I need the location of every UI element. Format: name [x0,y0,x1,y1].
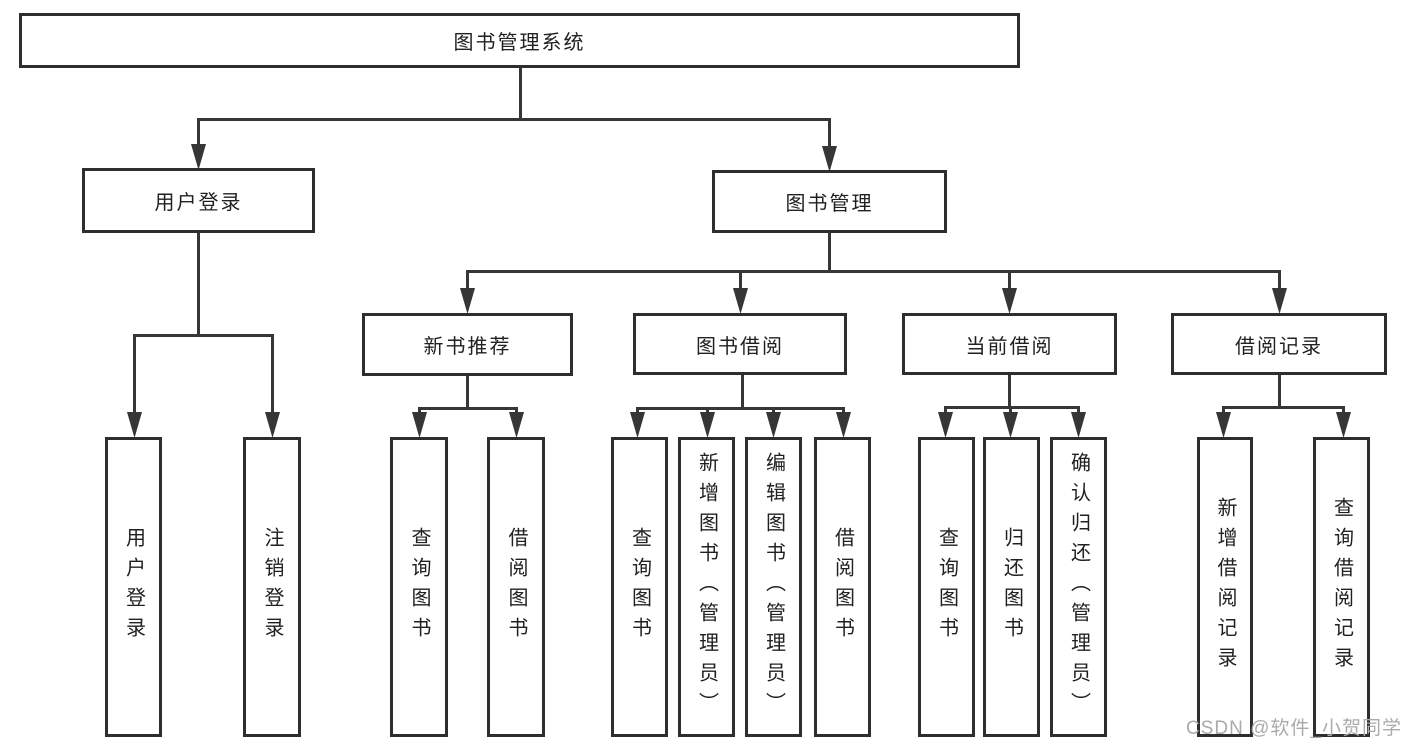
node-label: 查询图书 [628,527,651,647]
node-label: 借阅记录 [1235,335,1323,358]
arrowhead [1272,288,1287,314]
arrowhead [766,412,781,438]
node-label: 借阅图书 [831,527,854,647]
node-label: 查询图书 [408,527,430,647]
node-label: 用户登录 [154,192,243,214]
arrowhead [938,412,953,438]
connector-book-borrow [630,375,851,438]
arrowhead [733,288,748,314]
connector-book-management [460,233,1287,314]
arrowhead [1216,412,1231,438]
node-leaf-borrow-books: 借阅图书 [814,437,871,737]
node-leaf-user-login: 用户登录 [105,437,162,737]
node-leaf-query-books: 查询图书 [390,437,448,737]
node-label: 图书管理 [785,193,874,215]
connector-user-login [127,233,280,438]
node-label: 新书推荐 [423,336,512,358]
arrowhead [509,412,524,438]
node-label: 查询借阅记录 [1330,497,1353,677]
node-book-management: 图书管理 [712,170,947,233]
node-root-label: 图书管理系统 [453,32,586,54]
node-leaf-logout: 注销登录 [243,437,301,737]
node-leaf-add-books-admin: 新增图书（管理员） [678,437,735,737]
node-book-borrow: 图书借阅 [633,313,847,375]
arrowhead [412,412,427,438]
arrowhead [127,412,142,438]
arrowhead [1071,412,1086,438]
node-current-borrow: 当前借阅 [902,313,1117,375]
connector-root [191,68,837,172]
arrowhead [1336,412,1351,438]
csdn-watermark: CSDN @软件_小贺同学 [1186,718,1402,739]
arrowhead [700,412,715,438]
arrowhead [822,146,837,172]
node-leaf-confirm-return-admin: 确认归还（管理员） [1050,437,1107,737]
arrowhead [460,288,475,314]
arrowhead [265,412,280,438]
node-new-books: 新书推荐 [362,313,573,376]
node-label: 用户登录 [122,527,145,647]
node-label: 当前借阅 [965,335,1054,358]
node-leaf-query-books: 查询图书 [918,437,975,737]
connector-borrow-records [1216,375,1351,438]
node-label: 查询图书 [935,527,958,647]
arrowhead [630,412,645,438]
node-leaf-query-borrow-record: 查询借阅记录 [1313,437,1370,737]
node-leaf-add-borrow-record: 新增借阅记录 [1197,437,1253,737]
node-label: 确认归还（管理员） [1067,452,1090,722]
node-label: 注销登录 [261,527,283,647]
node-leaf-edit-books-admin: 编辑图书（管理员） [745,437,802,737]
node-user-login: 用户登录 [82,168,315,233]
arrowhead [191,144,206,170]
node-leaf-borrow-books: 借阅图书 [487,437,545,737]
arrowhead [1002,288,1017,314]
node-root: 图书管理系统 [19,13,1020,68]
node-label: 归还图书 [1000,527,1023,647]
node-leaf-return-books: 归还图书 [983,437,1040,737]
node-label: 编辑图书（管理员） [762,452,785,722]
connector-current-borrow [938,375,1086,438]
node-borrow-records: 借阅记录 [1171,313,1387,375]
arrowhead [836,412,851,438]
node-label: 新增图书（管理员） [695,452,718,722]
arrowhead [1003,412,1018,438]
node-label: 图书借阅 [696,335,784,358]
node-label: 借阅图书 [505,527,527,647]
node-leaf-query-books: 查询图书 [611,437,668,737]
connector-new-books [412,376,524,438]
node-label: 新增借阅记录 [1214,497,1236,677]
